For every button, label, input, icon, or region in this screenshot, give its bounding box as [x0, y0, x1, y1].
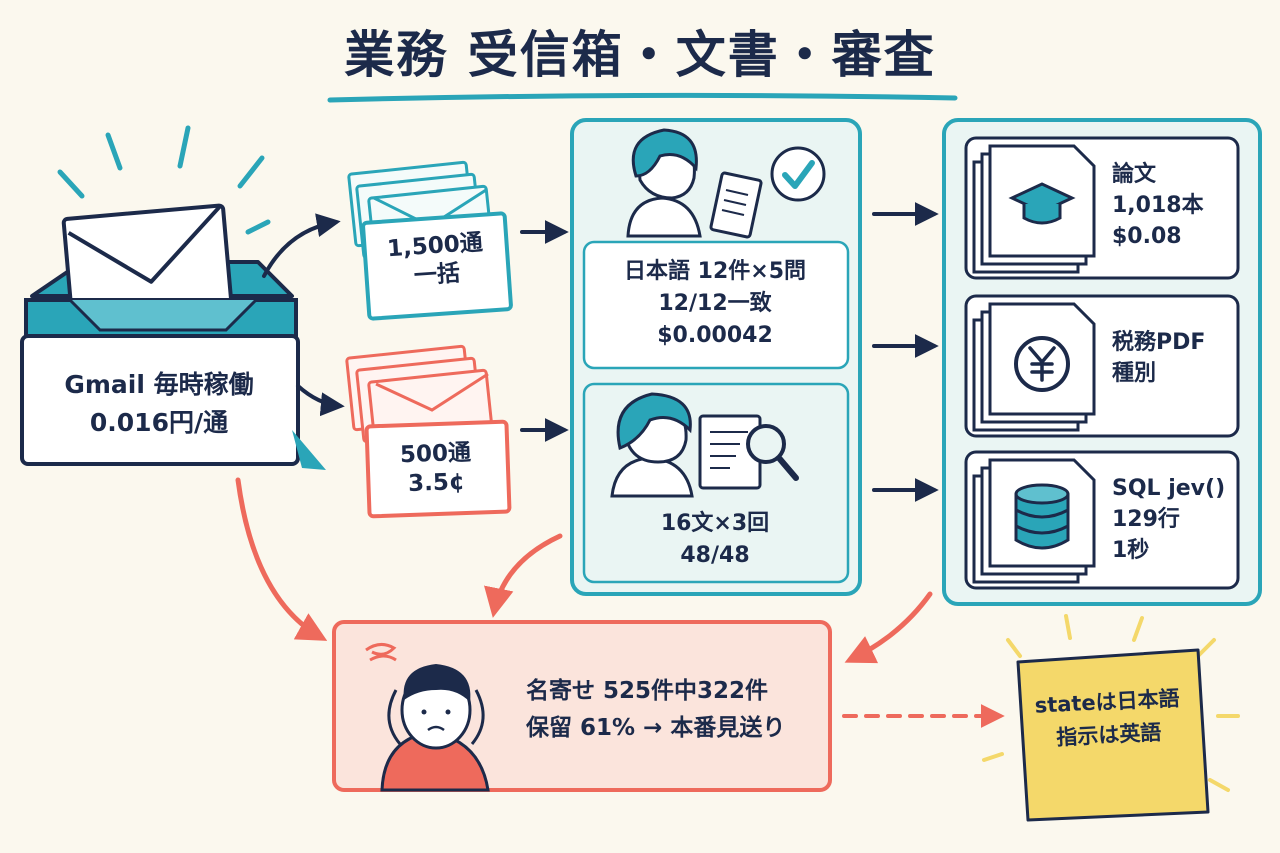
output-sql-label: SQL jev() 129行 1秒 — [1112, 474, 1242, 566]
output-tax-line1: 税務PDF — [1112, 330, 1206, 355]
gmail-line2: 0.016円/通 — [89, 407, 229, 437]
japanese-review-line2: 12/12一致 — [658, 290, 772, 316]
stressed-person-icon — [365, 643, 490, 792]
japanese-review-label: 日本語 12件×5問 12/12一致 $0.00042 — [590, 256, 840, 352]
merge-label: 名寄せ 525件中322件 保留 61% → 本番見送り — [526, 673, 836, 747]
gmail-shadow — [292, 430, 326, 470]
output-tax-line2: 種別 — [1112, 360, 1157, 386]
batch-label: 1,500通 一括 — [366, 227, 506, 294]
gmail-inbox-icon — [24, 125, 298, 342]
merge-line1: 名寄せ 525件中322件 — [526, 678, 769, 704]
batch-envelope-stack-icon — [347, 160, 513, 321]
note-label: stateは日本語 指示は英語 — [1026, 682, 1189, 755]
output-sql-line3: 1秒 — [1112, 537, 1150, 563]
japanese-review-line1: 日本語 12件×5問 — [623, 259, 807, 284]
batch-card — [361, 211, 513, 321]
gmail-line1: Gmail 毎時稼働 — [64, 370, 254, 399]
database-icon — [1014, 483, 1070, 550]
small-card — [364, 419, 512, 519]
verifier-magnifier-icon — [610, 392, 799, 498]
output-paper-label: 論文 1,018本 $0.08 — [1112, 160, 1242, 252]
output-tax-label: 税務PDF 種別 — [1112, 328, 1242, 390]
merge-line2: 保留 61% → 本番見送り — [526, 714, 786, 741]
yen-coin-icon — [1014, 336, 1070, 392]
graduation-cap-icon — [1008, 182, 1076, 225]
gmail-box — [20, 334, 300, 466]
output-sql-line1: SQL jev() — [1112, 476, 1226, 501]
gmail-label: Gmail 毎時稼働 0.016円/通 — [28, 366, 290, 441]
output-paper-line3: $0.08 — [1112, 223, 1182, 249]
output-paper-line1: 論文 — [1112, 162, 1157, 187]
reviewer-check-icon — [626, 128, 826, 239]
title-underline — [327, 92, 958, 103]
japanese-review-card — [582, 240, 850, 370]
sticky-note — [1016, 648, 1210, 822]
small-line2: 3.5¢ — [407, 468, 466, 497]
japanese-review-line3: $0.00042 — [657, 322, 773, 348]
flow-arrows — [235, 202, 1005, 728]
note-rays — [982, 614, 1240, 792]
small-envelope-stack-icon — [345, 344, 512, 519]
output-sql-line2: 129行 — [1112, 506, 1180, 532]
small-label: 500通 3.5¢ — [367, 438, 505, 500]
verification-card — [582, 382, 850, 584]
verification-line1: 16文×3回 — [660, 511, 770, 536]
verification-line2: 48/48 — [680, 542, 750, 568]
page-title: 業務 受信箱・文書・審査 — [344, 26, 936, 84]
output-paper-line2: 1,018本 — [1112, 192, 1204, 218]
verification-label: 16文×3回 48/48 — [590, 508, 840, 572]
